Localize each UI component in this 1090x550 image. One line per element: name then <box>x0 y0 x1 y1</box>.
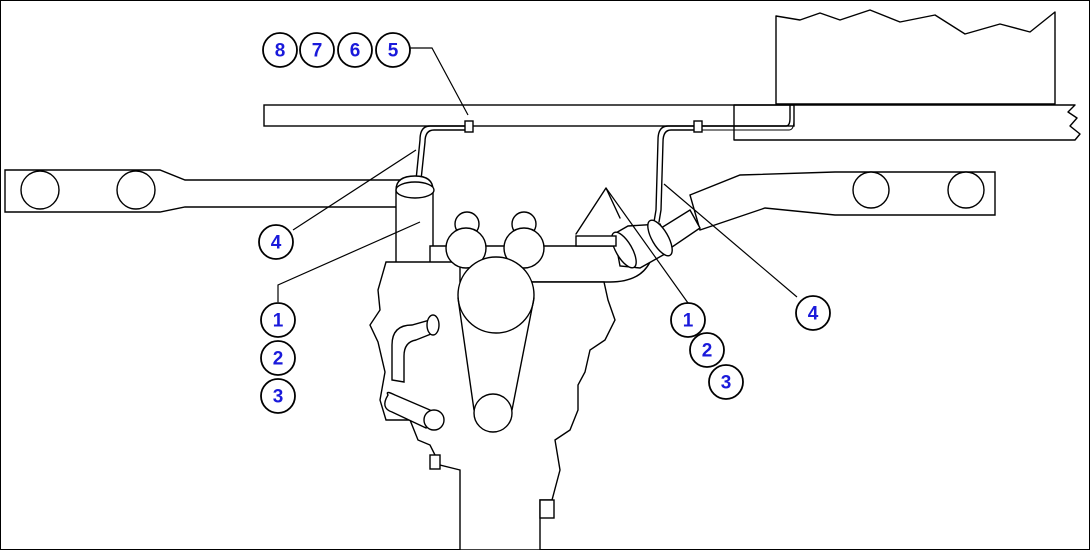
radiator-block <box>775 9 1056 105</box>
cross-member <box>263 104 795 127</box>
engine-port-1 <box>445 227 487 269</box>
left-mount-hole-2 <box>116 170 156 210</box>
leader-4-left <box>292 149 417 231</box>
callout-3-left-label: 3 <box>273 387 284 408</box>
leader-1-right <box>605 187 689 304</box>
callout-7: 7 <box>299 32 335 68</box>
engine-pulley-bottom <box>473 393 513 433</box>
leader-5 <box>410 47 469 116</box>
callout-1-left-label: 1 <box>273 311 284 332</box>
engine-drain <box>539 499 555 519</box>
left-mount-arm <box>4 169 401 213</box>
lower-pipe-end <box>423 409 445 431</box>
right-mount-arm <box>689 171 996 231</box>
leader-1-left <box>277 221 421 302</box>
side-pipe-end <box>426 314 440 336</box>
clamp-band-2 <box>647 219 673 257</box>
callout-7-label: 7 <box>312 41 323 62</box>
callout-4-right: 4 <box>795 295 831 331</box>
callout-6-label: 6 <box>350 41 361 62</box>
callout-1-left: 1 <box>260 302 296 338</box>
callout-3-right-label: 3 <box>721 373 732 394</box>
callout-5: 5 <box>375 32 411 68</box>
clamp-band-1 <box>611 231 637 269</box>
callout-8-label: 8 <box>275 41 286 62</box>
callout-3-left: 3 <box>260 378 296 414</box>
callout-8: 8 <box>262 32 298 68</box>
left-duct-opening <box>395 181 435 199</box>
callout-5-label: 5 <box>388 41 399 62</box>
tube-clamp-left <box>464 120 474 133</box>
left-mount-hole-1 <box>20 170 60 210</box>
air-tube-top-right <box>697 104 791 127</box>
tube-clamp-right <box>693 120 703 133</box>
callout-4-right-label: 4 <box>808 304 819 325</box>
air-tube-left-2 <box>420 129 471 231</box>
callout-3-right: 3 <box>708 364 744 400</box>
air-tube-right-2 <box>658 129 699 223</box>
right-mount-hole-2 <box>947 171 985 209</box>
air-tube-right <box>653 125 699 223</box>
callout-1-right-label: 1 <box>683 311 694 332</box>
leader-4-right <box>663 183 798 298</box>
callout-6: 6 <box>337 32 373 68</box>
air-tube-top-right-2 <box>698 105 795 131</box>
callout-4-left: 4 <box>258 224 294 260</box>
frame-rail-right <box>733 104 1081 141</box>
callout-2-right: 2 <box>689 332 725 368</box>
callout-2-left: 2 <box>260 340 296 376</box>
callout-2-left-label: 2 <box>273 349 284 370</box>
engine-pulley-top <box>457 256 535 334</box>
callout-4-left-label: 4 <box>271 233 282 254</box>
air-tube-left <box>415 125 471 231</box>
leader-triangle <box>575 187 621 235</box>
engine-fitting <box>429 454 441 470</box>
engine-belt <box>457 297 535 411</box>
right-mount-hole-1 <box>852 171 890 209</box>
callout-2-right-label: 2 <box>702 341 713 362</box>
coupling-bracket <box>575 235 617 247</box>
callout-1-right: 1 <box>670 302 706 338</box>
engine-port-2 <box>503 227 545 269</box>
